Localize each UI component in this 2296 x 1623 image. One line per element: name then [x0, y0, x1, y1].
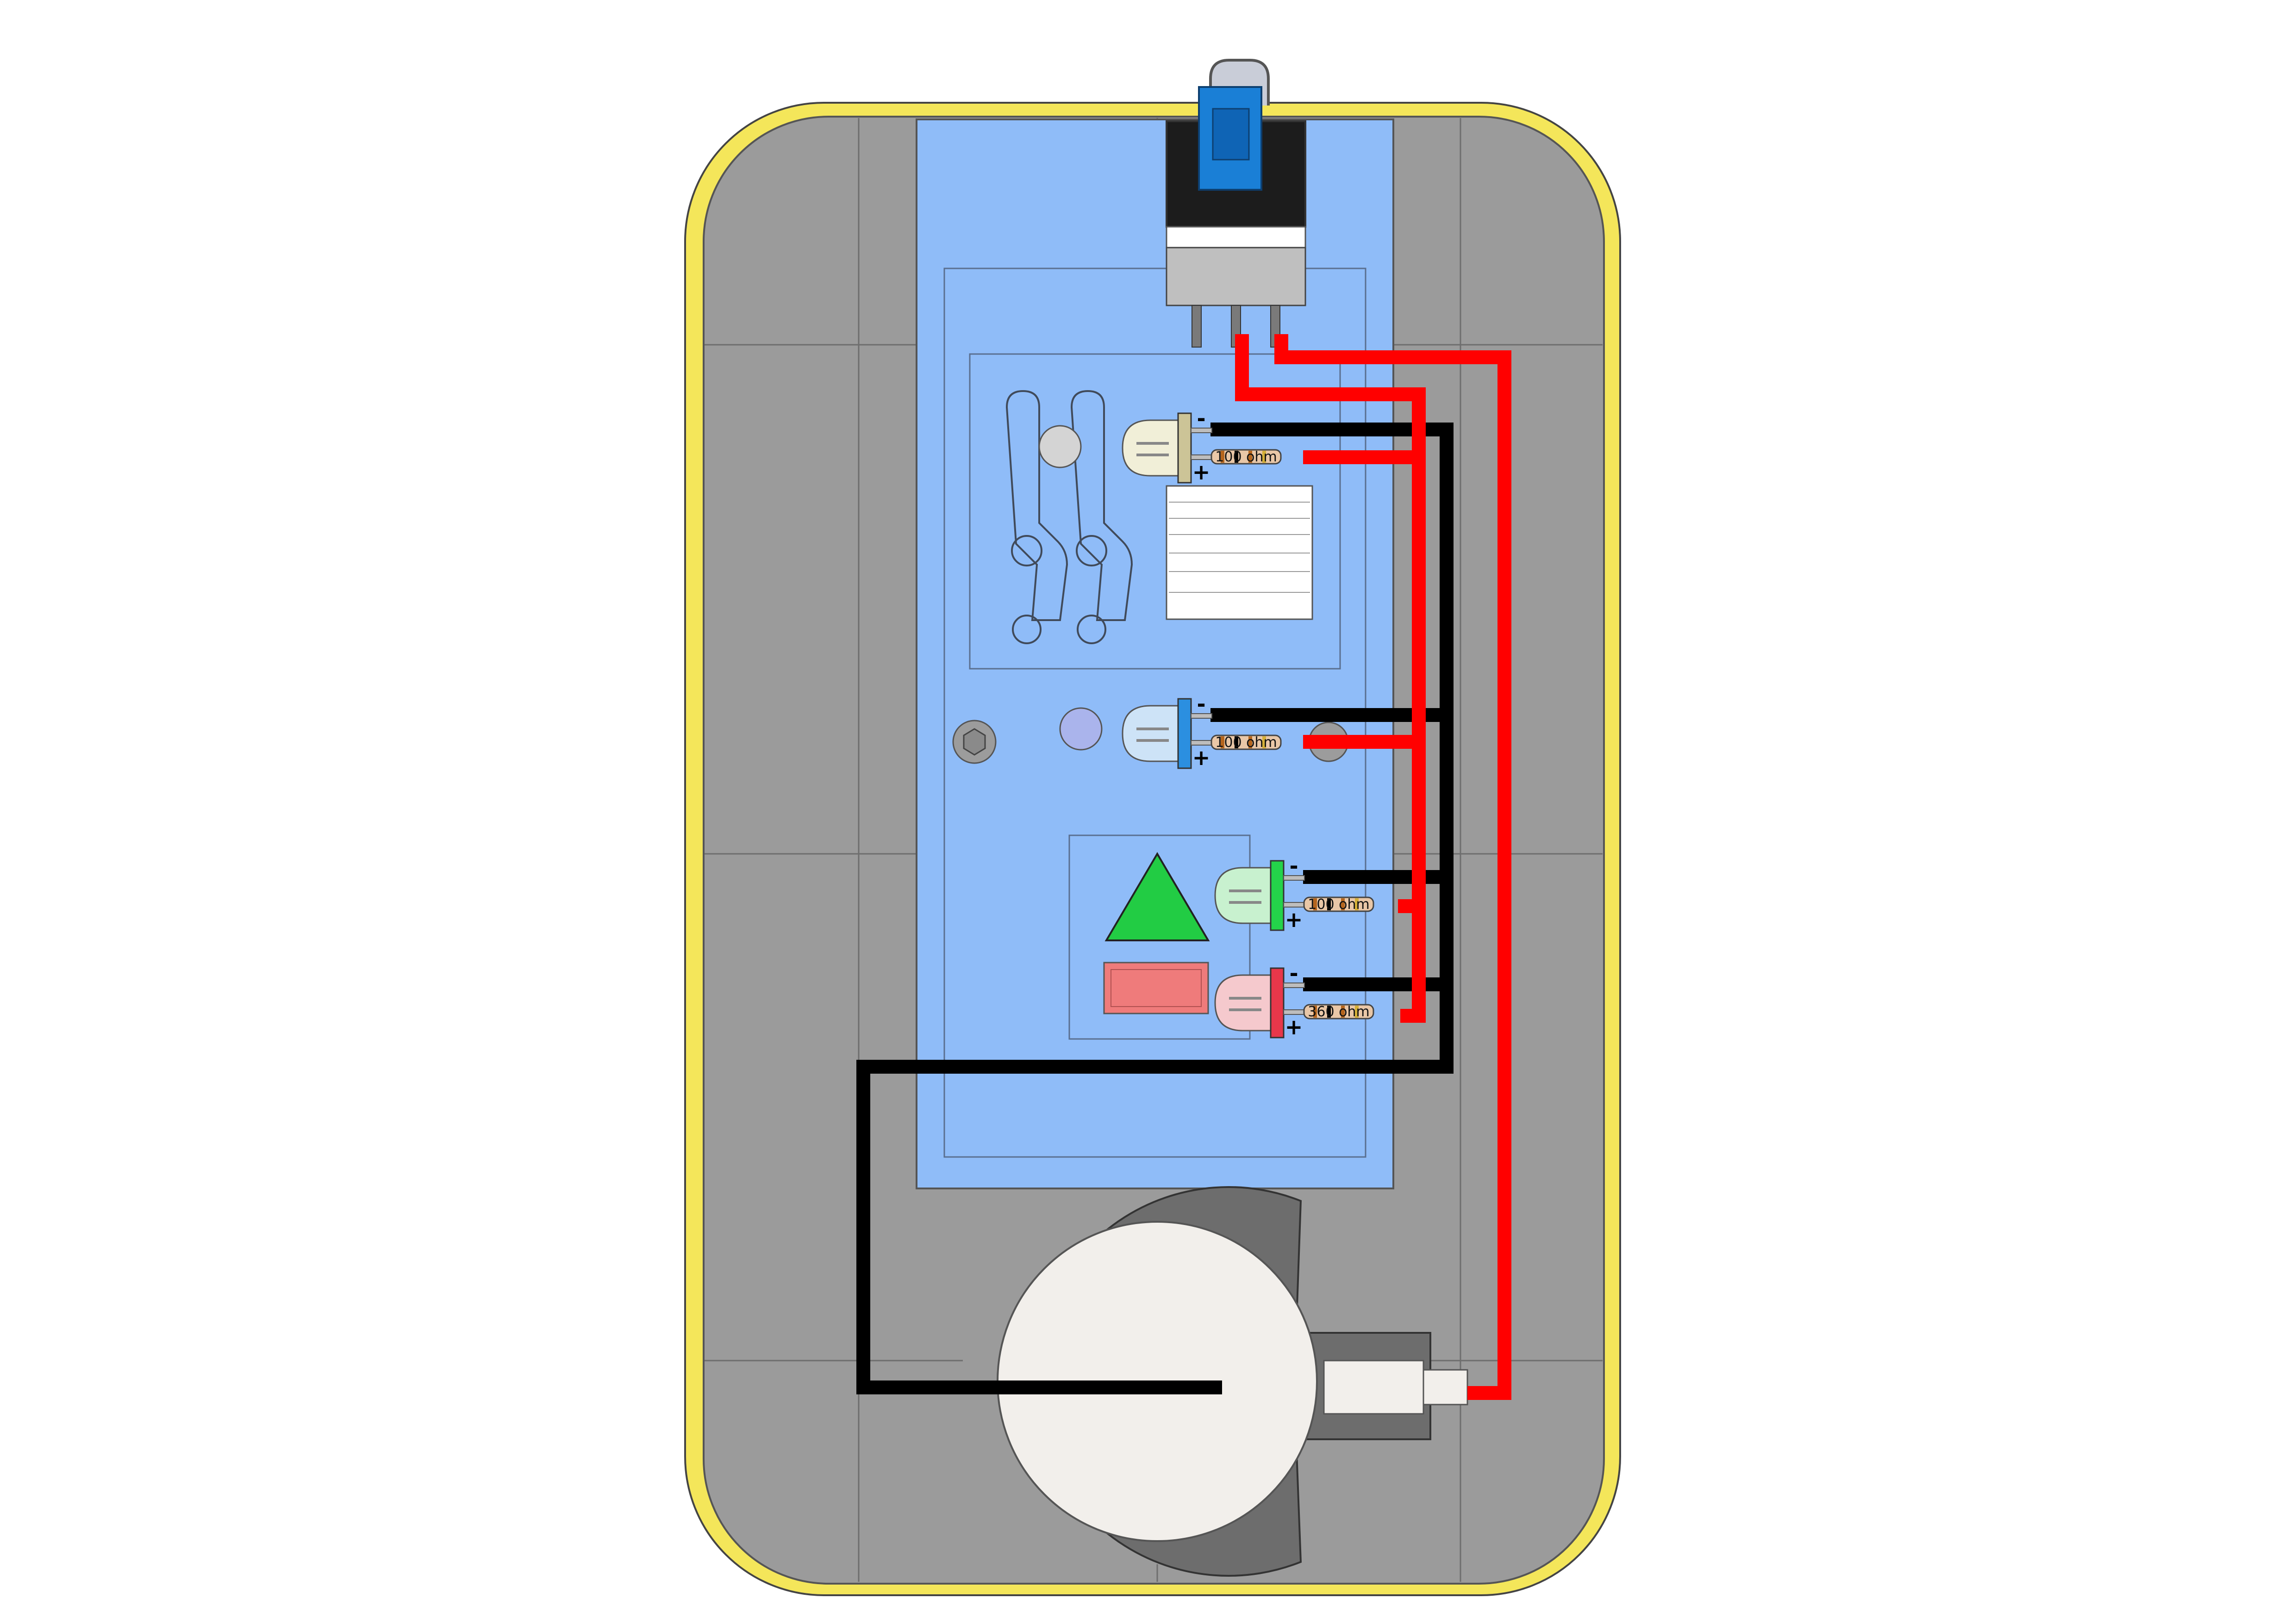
resistor-band — [1355, 898, 1359, 910]
led-icon — [1214, 867, 1272, 924]
negative-marker: - — [1289, 961, 1298, 986]
resistor-band — [1327, 898, 1331, 910]
negative-marker: - — [1197, 691, 1205, 716]
led-inner-lead — [1136, 442, 1169, 456]
leds-layer: 100 ohm - +100 ohm - +100 ohm - +360 ohm - + — [1122, 406, 1374, 1039]
resistor-band — [1248, 736, 1252, 748]
resistor-band — [1235, 451, 1238, 463]
resistor-band — [1262, 736, 1266, 748]
resistor-band — [1221, 451, 1224, 463]
resistor-band — [1313, 1006, 1317, 1018]
resistor-band — [1248, 451, 1252, 463]
led-inner-lead — [1229, 889, 1261, 904]
led-flange — [1270, 967, 1285, 1038]
led-inner-lead — [1136, 728, 1169, 742]
blue-dot — [1059, 707, 1103, 751]
negative-marker: - — [1289, 853, 1298, 878]
resistor-band — [1327, 1006, 1331, 1018]
gray-dot — [1038, 425, 1082, 468]
negative-marker: - — [1197, 406, 1205, 431]
resistor-band — [1235, 736, 1238, 748]
led-blue: 100 ohm - + — [1122, 691, 1282, 770]
led-leg-negative — [1191, 428, 1212, 433]
led-icon — [1214, 974, 1272, 1032]
led-leg-negative — [1283, 983, 1305, 988]
led-leg-positive — [1191, 740, 1212, 746]
positive-marker: + — [1285, 907, 1303, 932]
resistor-band — [1221, 736, 1224, 748]
hex-screw-icon — [952, 720, 997, 764]
led-inner-lead — [1229, 997, 1261, 1011]
positive-marker: + — [1192, 460, 1210, 485]
slide-switch-icon — [1166, 59, 1306, 348]
led-icon — [1122, 419, 1179, 477]
red-rectangle-icon — [1103, 962, 1209, 1014]
positive-marker: + — [1285, 1014, 1303, 1039]
resistor-label: 100 ohm — [1308, 896, 1369, 913]
led-flange — [1177, 412, 1192, 484]
green-triangle-icon — [1104, 852, 1210, 941]
resistor-band — [1355, 1006, 1359, 1018]
led-leg-negative — [1283, 875, 1305, 881]
resistor-band — [1262, 451, 1266, 463]
led-red: 360 ohm - + — [1214, 961, 1374, 1039]
led-icon — [1122, 705, 1179, 762]
lever-cutouts — [1005, 390, 1133, 644]
resistor-band — [1313, 898, 1317, 910]
positive-marker: + — [1192, 745, 1210, 770]
resistor-label: 360 ohm — [1308, 1004, 1369, 1020]
resistor-band — [1341, 898, 1345, 910]
resistor-label: 100 ohm — [1215, 734, 1277, 751]
blue-panel — [916, 118, 1394, 1189]
resistor-label: 100 ohm — [1215, 449, 1277, 465]
led-leg-positive — [1191, 454, 1212, 460]
led-green: 100 ohm - + — [1214, 853, 1374, 932]
led-yellow: 100 ohm - + — [1122, 406, 1282, 485]
resistor-band — [1341, 1006, 1345, 1018]
led-leg-positive — [1283, 902, 1305, 908]
led-leg-positive — [1283, 1009, 1305, 1015]
led-flange — [1270, 860, 1285, 931]
positive-wires — [1235, 334, 1511, 1400]
led-flange — [1177, 698, 1192, 769]
led-leg-negative — [1191, 713, 1212, 719]
